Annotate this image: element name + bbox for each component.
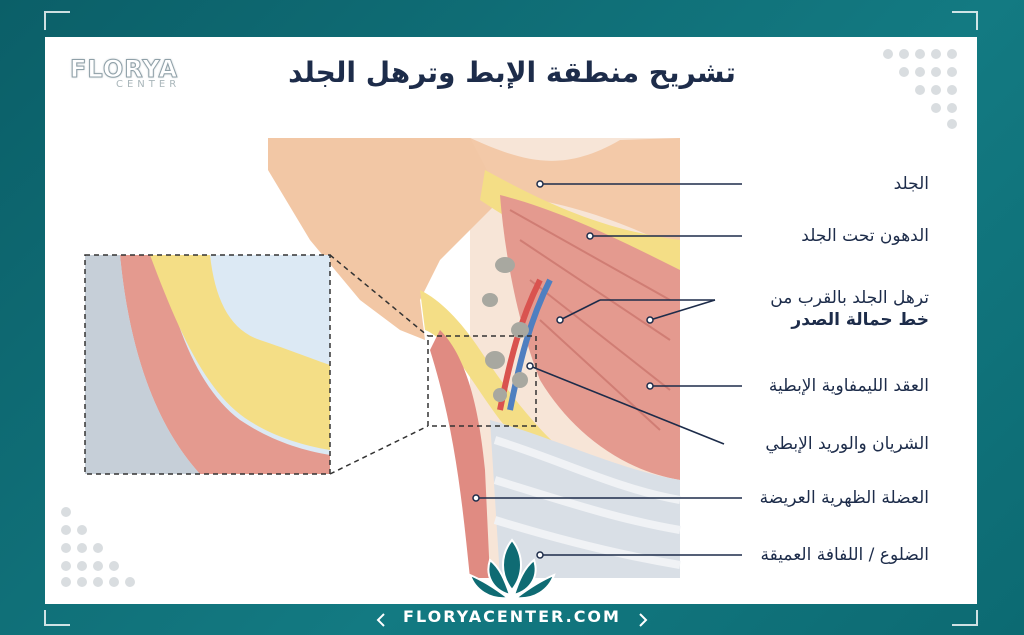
leaf-logo-icon	[468, 538, 556, 600]
latissimus-muscle	[430, 330, 490, 578]
label-latissimus: العضلة الظهرية العريضة	[759, 488, 929, 508]
axillary-vein	[507, 278, 553, 411]
dot-pattern-bottom-left	[61, 507, 135, 587]
label-subcutaneous-fat: الدهون تحت الجلد	[801, 226, 929, 246]
leader-dots	[472, 180, 654, 559]
leader-lines	[476, 183, 742, 556]
label-ribs: الضلوع / اللفافة العميقة	[760, 545, 929, 565]
label-lymph-nodes: العقد الليمفاوية الإبطية	[768, 376, 929, 396]
page-title: تشريح منطقة الإبط وترهل الجلد	[288, 56, 736, 89]
muscle-fibers	[509, 209, 671, 431]
frame-corner-decoration	[44, 11, 978, 626]
zoom-line-top	[329, 254, 429, 337]
brand-name: FLORYA	[70, 55, 179, 84]
zoom-line-bottom	[329, 425, 429, 475]
label-artery-vein: الشريان والوريد الإبطي	[765, 434, 929, 454]
brand-subname: CENTER	[116, 79, 181, 90]
label-skin: الجلد	[893, 174, 929, 194]
rib-cage	[490, 420, 680, 578]
zoom-inset	[84, 254, 331, 475]
brand-logo: FLORYA CENTER	[70, 55, 190, 91]
footer-website: FLORYACENTER.COM	[403, 607, 621, 626]
rib-lines	[493, 436, 681, 569]
label-sagging-line2: خط حمالة الصدر	[791, 310, 929, 330]
lymph-nodes	[482, 257, 529, 402]
zoom-source-box	[427, 335, 537, 427]
skin-surface	[470, 138, 680, 250]
footer-arrows	[376, 613, 648, 627]
label-sagging-line1: ترهل الجلد بالقرب من	[770, 288, 929, 308]
label-sagging-bold: خط حمالة الصدر	[791, 310, 929, 330]
dot-pattern-top-right	[883, 49, 957, 129]
